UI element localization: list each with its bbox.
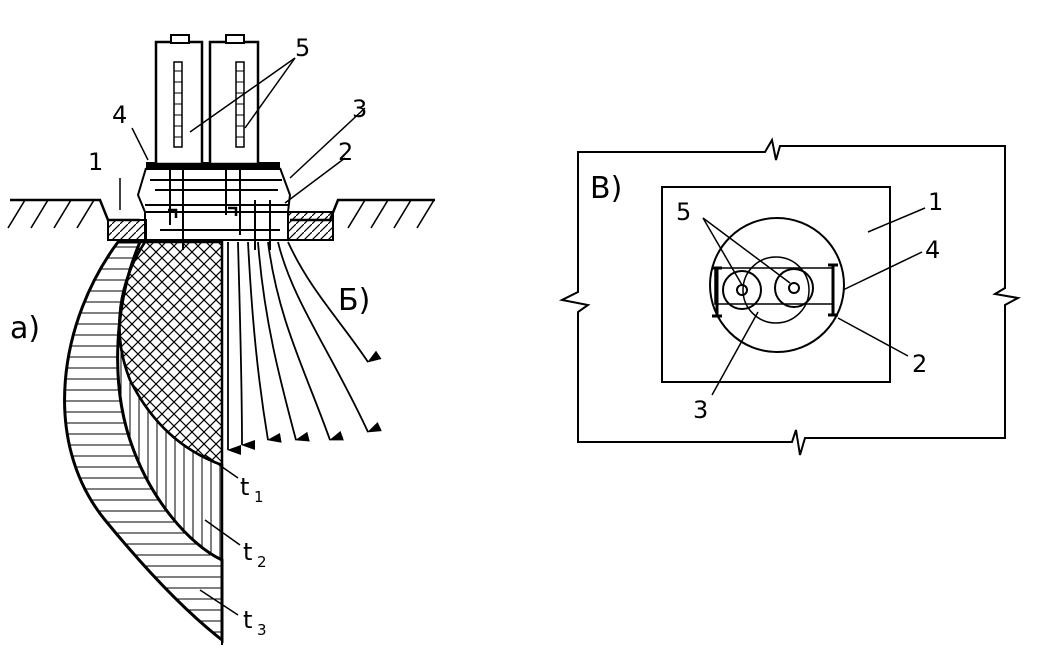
section-label-a: a) — [10, 311, 40, 346]
seal-right — [287, 211, 334, 241]
flow-arrow — [277, 241, 382, 433]
plan-callout-4: 4 — [925, 236, 940, 264]
seal-left — [107, 219, 147, 241]
ring-body — [136, 167, 292, 241]
flow-arrows — [227, 241, 382, 455]
section-callout-4: 4 — [112, 101, 127, 129]
plan-callout-2: 2 — [912, 350, 927, 378]
flow-arrow — [247, 241, 282, 443]
plan-ring — [709, 217, 845, 353]
svg-text:1: 1 — [254, 488, 264, 506]
plan-callout-1: 1 — [928, 188, 943, 216]
section-callout-3: 3 — [352, 95, 367, 123]
plan-label-v: B) — [590, 171, 622, 206]
section-callout-2: 2 — [338, 138, 353, 166]
flow-arrow — [287, 241, 382, 363]
section-callout-1: 1 — [88, 148, 103, 176]
plan-callout-5: 5 — [676, 198, 691, 226]
flow-arrow — [237, 241, 256, 450]
lid-plate — [146, 162, 280, 170]
section-callout-5: 5 — [295, 34, 310, 62]
plan-callout-3: 3 — [693, 396, 708, 424]
svg-text:t: t — [243, 538, 252, 566]
section-view: 1 4 3 2 5 a) Б) t 1 t 2 t 3 — [7, 34, 435, 645]
ground-surface — [7, 198, 435, 229]
front-label-t3: t 3 — [243, 606, 267, 639]
svg-text:t: t — [240, 473, 249, 501]
tube-right — [208, 34, 271, 250]
svg-text:3: 3 — [257, 621, 267, 639]
svg-text:2: 2 — [257, 553, 267, 571]
plan-brackets — [712, 263, 838, 318]
section-leaders — [119, 57, 366, 616]
plan-tube-left — [722, 270, 762, 310]
front-label-t2: t 2 — [243, 538, 267, 571]
front-zone-t1 — [118, 240, 224, 467]
plan-tube-right — [774, 268, 814, 308]
plan-outer-frame — [558, 137, 1022, 456]
front-label-t1: t 1 — [240, 473, 264, 506]
plan-tube-right-hole — [788, 282, 800, 294]
svg-text:t: t — [243, 606, 252, 634]
tube-left — [154, 34, 204, 250]
plan-inner-square — [661, 186, 891, 383]
plan-tube-left-hole — [736, 284, 748, 296]
section-label-b: Б) — [338, 283, 370, 318]
plan-view: B) 5 1 4 2 3 — [558, 137, 1022, 456]
flow-arrow — [267, 241, 344, 441]
plan-leaders — [702, 207, 926, 396]
plan-pit — [742, 256, 810, 324]
flow-arrow — [257, 241, 310, 442]
